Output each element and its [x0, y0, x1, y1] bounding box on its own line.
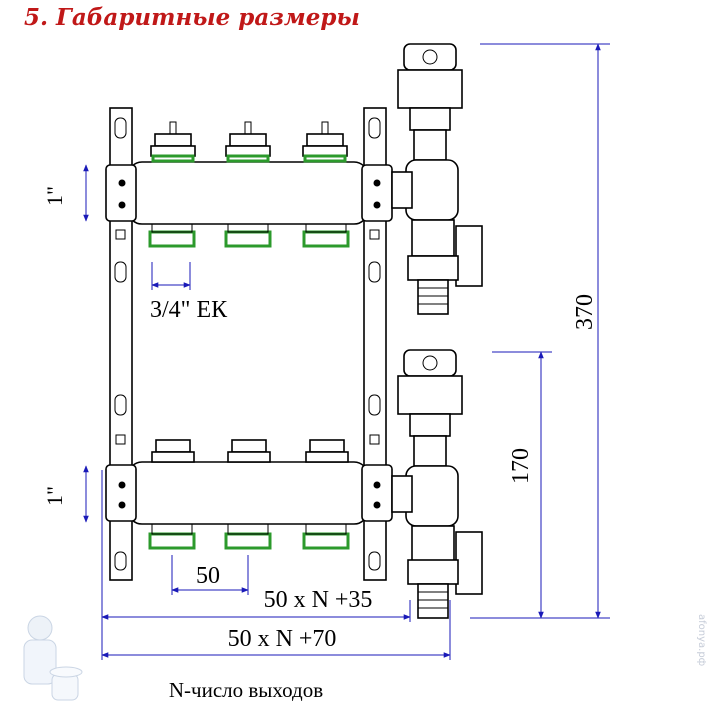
- right-bracket: [363, 107, 387, 581]
- supply-manifold: [105, 161, 393, 225]
- return-valve-caps: [151, 439, 349, 463]
- plumber-mascot-logo: [23, 615, 83, 701]
- site-watermark: afonya.рф: [696, 614, 707, 667]
- caption-outlets: N-число выходов: [169, 678, 323, 702]
- bottom-height-label: 170: [508, 448, 534, 484]
- supply-outlets: [148, 223, 350, 248]
- outlet-thread-label: 3/4" ЕК: [150, 297, 228, 323]
- thread-top-label: 1": [42, 186, 67, 206]
- return-vent-valve: [391, 349, 483, 619]
- thread-bottom-label: 1": [42, 486, 67, 506]
- supply-valve-heads: [150, 121, 348, 163]
- pitch-label: 50: [196, 563, 220, 589]
- dimension-lines: [83, 43, 610, 660]
- outer-length-label: 50 x N +70: [228, 626, 337, 652]
- return-outlets: [148, 523, 350, 550]
- supply-vent-valve: [391, 43, 483, 315]
- section-title: 5. Габаритные размеры: [24, 4, 360, 31]
- left-bracket: [109, 107, 133, 581]
- inner-length-label: 50 x N +35: [264, 587, 373, 613]
- return-manifold: [105, 461, 393, 525]
- total-height-label: 370: [572, 294, 598, 330]
